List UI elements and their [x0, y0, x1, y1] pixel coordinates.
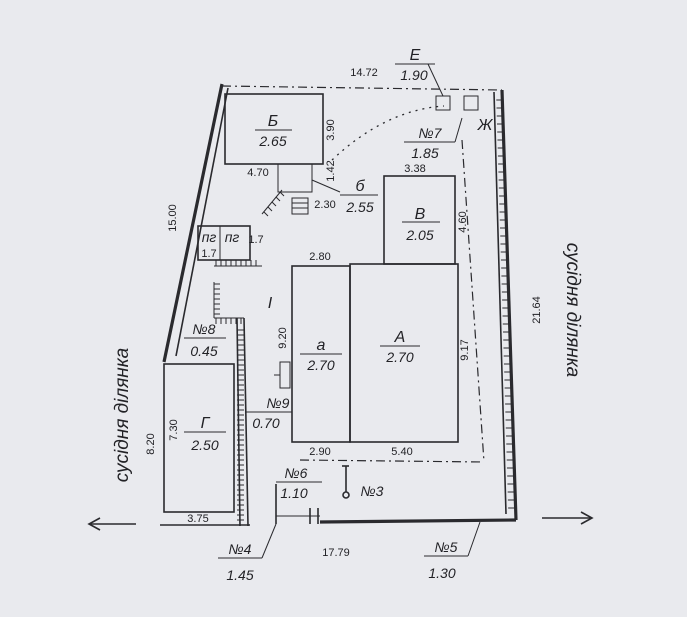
well-icon — [342, 465, 350, 499]
fence-6-height: 1.10 — [280, 485, 307, 501]
fence-6-label: №6 — [285, 465, 308, 481]
item-3-label: №3 — [361, 483, 384, 499]
dim-g-inner: 7.30 — [168, 419, 180, 440]
fence-5-height: 1.30 — [428, 565, 455, 581]
structure-pg-letter-2: пг — [225, 229, 240, 245]
dim-b-height: 3.90 — [325, 119, 337, 140]
hatched-wall — [213, 99, 516, 521]
building-b-height: 2.65 — [258, 133, 286, 149]
gate-arc — [331, 105, 445, 161]
well-square — [435, 95, 479, 111]
court-marker: I — [268, 295, 273, 312]
dim-left-side: 15.00 — [167, 204, 179, 232]
building-d-letter: б — [356, 178, 366, 195]
building-a — [349, 263, 459, 443]
fence-4-height: 1.45 — [226, 567, 253, 583]
structure-e-letter: Е — [410, 47, 421, 64]
dim-g-bottom: 3.75 — [187, 513, 208, 525]
dim-bottom: 17.79 — [322, 547, 350, 559]
structure-pg-letter: пг — [202, 229, 217, 245]
structure-pg-height: 1.7 — [201, 248, 216, 260]
left-arrow-icon — [87, 517, 136, 531]
structure-e-height: 1.90 — [400, 67, 427, 83]
door-marker — [274, 361, 291, 389]
stairs — [291, 197, 309, 215]
dim-top: 14.72 — [350, 67, 378, 79]
dim-a-height: 9.20 — [277, 327, 289, 348]
dim-passage: 2.30 — [314, 199, 335, 211]
building-a-small-letter: а — [317, 337, 326, 354]
fence-8-height: 0.45 — [190, 343, 217, 359]
building-g-letter: Г — [201, 415, 211, 432]
fence-9-height: 0.70 — [252, 415, 279, 431]
dim-a-top: 2.80 — [309, 251, 330, 263]
fence-7-height: 1.85 — [411, 145, 438, 161]
building-a-small-height: 2.70 — [306, 357, 334, 373]
building-v-height: 2.05 — [405, 227, 433, 243]
building-v-letter: В — [415, 206, 426, 223]
structure-pg — [197, 225, 251, 261]
dim-v-width: 3.38 — [404, 163, 425, 175]
fence-5-label: №5 — [435, 539, 458, 555]
dim-b-width: 4.70 — [247, 167, 268, 179]
dim-right-side: 21.64 — [531, 296, 543, 324]
gate — [275, 484, 320, 524]
right-arrow-icon — [542, 511, 594, 525]
dim-a-bottom-left: 2.90 — [309, 446, 330, 458]
fence-8-label: №8 — [193, 321, 216, 337]
fence-7-label: №7 — [419, 125, 443, 141]
marker-zh: Ж — [477, 117, 494, 134]
neighbor-label-right: сусідня ділянка — [562, 243, 583, 377]
neighbor-label-left: сусідня ділянка — [112, 348, 133, 482]
building-g-height: 2.50 — [190, 437, 218, 453]
building-d-height: 2.55 — [345, 199, 373, 215]
structure-pg-height-2: 1.7 — [248, 234, 263, 246]
dim-a-right: 9.17 — [459, 339, 471, 360]
building-a-height: 2.70 — [385, 349, 413, 365]
dim-a-bottom-right: 5.40 — [391, 446, 412, 458]
dim-v-height: 4.60 — [457, 211, 469, 232]
dim-g-outer: 8.20 — [145, 433, 157, 454]
building-b-letter: Б — [268, 113, 278, 130]
inner-boundary — [299, 139, 485, 463]
plot-boundary — [160, 83, 518, 526]
building-b — [224, 93, 324, 193]
fence-9-label: №9 — [267, 395, 290, 411]
dim-b-gap: 1.42 — [325, 160, 337, 181]
fence-4-label: №4 — [229, 541, 252, 557]
building-a-letter: А — [394, 329, 406, 346]
